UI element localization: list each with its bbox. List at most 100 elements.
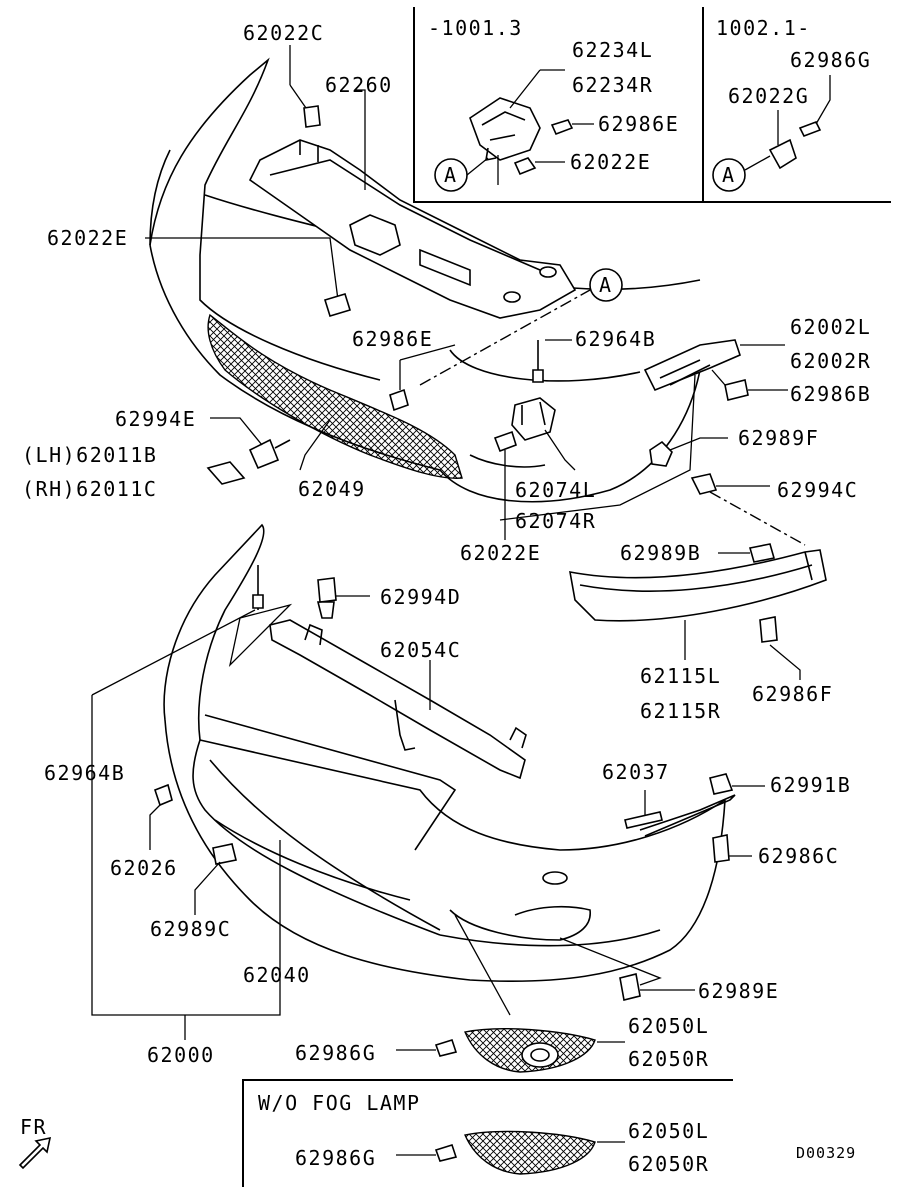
wo-fog-lamp-box: [242, 1079, 733, 1187]
ref-marker-a-main: [589, 268, 623, 302]
label-62964B-lower: 62964B: [44, 761, 125, 785]
label-62054C: 62054C: [380, 638, 461, 662]
ref-marker-a-inset-right-label: A: [722, 163, 736, 187]
screw-62986C-drawing: [712, 834, 752, 863]
label-62989C: 62989C: [150, 917, 231, 941]
fog-cover-62050-nofog-drawing: [464, 1130, 625, 1175]
label-62022E-inset: 62022E: [570, 150, 651, 174]
label-62000: 62000: [147, 1043, 215, 1067]
screw-62986E-inset-drawing: [550, 119, 594, 136]
label-62026: 62026: [110, 856, 178, 880]
leader-62260: [355, 89, 366, 190]
label-62994D: 62994D: [380, 585, 461, 609]
label-62049: 62049: [298, 477, 366, 501]
ref-marker-a-main-label: A: [599, 273, 613, 297]
bolt-62994C-drawing: [690, 473, 806, 546]
stud-62964B-lower-drawing: [91, 565, 264, 696]
label-62986G-b: 62986G: [295, 1146, 376, 1170]
label-62022C: 62022C: [243, 21, 324, 45]
label-62115L: 62115L: [640, 664, 721, 688]
label-62986G-a: 62986G: [295, 1041, 376, 1065]
inset-after-label: 1002.1-: [716, 16, 811, 40]
label-62050R-a: 62050R: [628, 1047, 709, 1071]
label-62050L-a: 62050L: [628, 1014, 709, 1038]
label-rh-62011C: (RH)62011C: [22, 477, 157, 501]
ref-line-a: [419, 289, 591, 386]
leader-fog-cover: [454, 914, 511, 1016]
bolt-62994E-drawing: [210, 417, 291, 470]
label-62964B-upper: 62964B: [575, 327, 656, 351]
label-62002R: 62002R: [790, 349, 871, 373]
clip-62011-drawing: [206, 461, 246, 485]
leader-62049: [299, 419, 331, 471]
clip-62989E-drawing: [559, 937, 695, 1001]
label-62074L: 62074L: [515, 478, 596, 502]
lamp-bracket-62074-drawing: [511, 397, 576, 471]
label-62986F: 62986F: [752, 682, 833, 706]
bracket-62000-assembly: [91, 695, 281, 1016]
wo-fog-lamp-label: W/O FOG LAMP: [258, 1091, 421, 1115]
label-62989E: 62989E: [698, 979, 779, 1003]
label-lh-62011B: (LH)62011B: [22, 443, 157, 467]
label-62986E-inset: 62986E: [598, 112, 679, 136]
stud-62964B-upper-drawing: [532, 339, 572, 383]
reinforcement-62054C-drawing: [269, 619, 527, 780]
nut-62989F-drawing: [649, 437, 728, 467]
label-62989B: 62989B: [620, 541, 701, 565]
label-62991B: 62991B: [770, 773, 851, 797]
leader-62074R: [499, 374, 696, 521]
molding-62115-drawing: [569, 549, 827, 660]
ref-marker-a-inset-right: [712, 158, 746, 192]
label-62986E-upper: 62986E: [352, 327, 433, 351]
front-direction-arrow-icon: [18, 1136, 52, 1170]
pad-62037-drawing: [624, 790, 663, 829]
drawing-code: D00329: [796, 1144, 856, 1162]
inset-prior-label: -1001.3: [428, 16, 523, 40]
label-62994E: 62994E: [115, 407, 196, 431]
clip-62022E-lower-drawing: [493, 430, 517, 540]
grille-62049-drawing: [207, 313, 463, 479]
label-62002L: 62002L: [790, 315, 871, 339]
fog-cover-62050-drawing: [464, 1028, 625, 1073]
clip-62022G-drawing: [768, 110, 797, 170]
label-62986G-inset: 62986G: [790, 48, 871, 72]
clip-62991B-drawing: [639, 773, 765, 837]
label-62050L-b: 62050L: [628, 1119, 709, 1143]
screw-62986B-drawing: [711, 369, 788, 401]
label-62022E-upper: 62022E: [47, 226, 128, 250]
radiator-support-62260-drawing: [248, 139, 577, 319]
front-direction-label: FR: [20, 1115, 47, 1139]
label-62994C: 62994C: [777, 478, 858, 502]
label-62074R: 62074R: [515, 509, 596, 533]
sensor-62026-drawing: [149, 783, 173, 850]
label-62986B: 62986B: [790, 382, 871, 406]
label-62022G: 62022G: [728, 84, 809, 108]
label-62050R-b: 62050R: [628, 1152, 709, 1176]
clip-62989B-drawing: [718, 543, 776, 563]
bracket-62002-drawing: [643, 339, 785, 392]
clip-62022E-upper-drawing: [323, 293, 352, 317]
label-62260: 62260: [325, 73, 393, 97]
label-62989F: 62989F: [738, 426, 819, 450]
label-62037: 62037: [602, 760, 670, 784]
clip-62986E-upper-drawing: [389, 344, 456, 412]
label-62040: 62040: [243, 963, 311, 987]
label-62234L: 62234L: [572, 38, 653, 62]
leader-62022E-upper: [145, 237, 339, 301]
screw-62986G-inset-drawing: [798, 75, 831, 138]
ref-marker-a-inset-left-label: A: [444, 163, 458, 187]
screw-62986G-lower-a-drawing: [396, 1039, 458, 1057]
label-62022E-lower: 62022E: [460, 541, 541, 565]
label-62986C: 62986C: [758, 844, 839, 868]
clip-62022E-inset-drawing: [497, 155, 565, 185]
clip-62022C-drawing: [289, 45, 321, 128]
label-62115R: 62115R: [640, 699, 721, 723]
screw-62986G-lower-b-drawing: [396, 1144, 458, 1162]
screw-62986F-drawing: [759, 616, 801, 680]
bracket-62234-drawing: [469, 69, 565, 162]
label-62234R: 62234R: [572, 73, 653, 97]
inset-box-prior-after: [413, 7, 891, 203]
bolt-62994D-drawing: [316, 577, 370, 619]
leader-62964B-lower-arrow: [228, 603, 293, 668]
